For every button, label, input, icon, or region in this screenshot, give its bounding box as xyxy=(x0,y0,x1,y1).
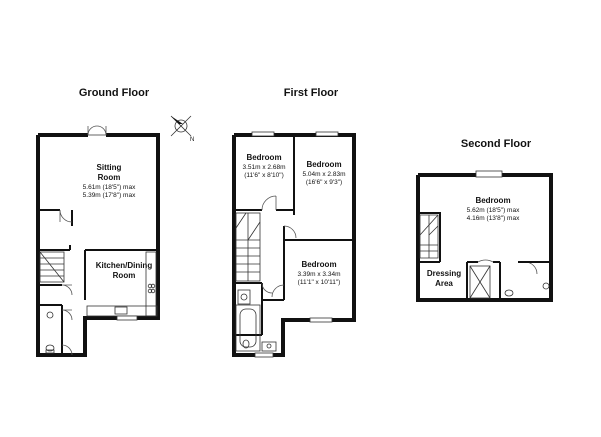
second-bedroom-dim-2: 4.16m (13'8") max xyxy=(467,215,520,222)
ground-door-front xyxy=(61,344,73,356)
first-door-3 xyxy=(261,282,273,294)
dressing-area-name: Dressing xyxy=(427,269,461,278)
first-door-4 xyxy=(271,284,285,298)
first-door-1 xyxy=(261,195,277,211)
dressing-area-name-2: Area xyxy=(435,279,453,288)
ground-door-1 xyxy=(59,209,73,223)
ground-floor-title: Ground Floor xyxy=(79,87,150,99)
french-doors xyxy=(87,125,107,136)
first-window-3 xyxy=(309,317,333,323)
first-floor: First Floor xyxy=(232,87,356,358)
first-window-1 xyxy=(251,131,275,137)
sitting-room-dim-2: 5.39m (17'8") max xyxy=(83,192,136,199)
sitting-room-name: Sitting xyxy=(97,163,122,172)
second-door-1 xyxy=(477,259,494,263)
first-bedroom-2-dim-2: (16'6" x 9'3") xyxy=(306,179,342,186)
kitchen-units xyxy=(86,251,158,317)
first-bedroom-2-dim-1: 5.04m x 2.83m xyxy=(303,171,346,178)
first-door-2 xyxy=(283,225,297,239)
ground-door-2 xyxy=(61,284,73,296)
first-floor-inner-walls xyxy=(234,135,354,336)
first-window-2 xyxy=(315,131,339,137)
second-floor-outer-wall xyxy=(416,173,553,302)
compass-label: N xyxy=(190,137,194,143)
first-bedroom-3-dim-1: 3.39m x 3.34m xyxy=(298,271,341,278)
second-floor-title: Second Floor xyxy=(461,138,532,150)
ground-floor-outer-wall xyxy=(36,133,160,357)
sitting-room-name-2: Room xyxy=(98,173,121,182)
first-bedroom-1-dim-1: 3.51m x 2.68m xyxy=(243,164,286,171)
first-bedroom-1-dim-2: (11'6" x 8'10") xyxy=(244,172,284,179)
ground-stairs xyxy=(39,251,65,283)
first-stairs xyxy=(235,212,261,282)
bathroom-fixtures xyxy=(235,289,277,352)
first-bedroom-2-name: Bedroom xyxy=(306,160,341,169)
sitting-room-dim-1: 5.61m (18'5") max xyxy=(83,184,136,191)
second-bedroom-dim-1: 5.62m (18'5") max xyxy=(467,207,520,214)
ensuite-fixtures xyxy=(469,265,550,299)
first-bedroom-3-dim-2: (11'1" x 10'11") xyxy=(298,279,341,286)
second-floor: Second Floor Bedroom 5.62m ( xyxy=(416,138,553,302)
second-bedroom-name: Bedroom xyxy=(475,196,510,205)
second-stairs xyxy=(419,214,439,259)
ground-floor: Ground Floor xyxy=(36,87,160,357)
ground-floor-inner-walls xyxy=(38,209,158,355)
ground-door-3 xyxy=(61,309,73,321)
compass-icon: N xyxy=(170,115,194,143)
first-window-4 xyxy=(254,352,274,358)
kitchen-name: Kitchen/Dining xyxy=(96,261,153,270)
first-floor-title: First Floor xyxy=(284,87,339,99)
second-window xyxy=(475,170,503,178)
second-floor-inner-walls xyxy=(418,212,501,300)
second-door-2 xyxy=(524,261,538,275)
kitchen-name-2: Room xyxy=(113,271,136,280)
ground-window xyxy=(116,315,138,321)
ground-wc xyxy=(45,311,55,354)
first-bedroom-3-name: Bedroom xyxy=(301,260,336,269)
first-floor-outer-wall xyxy=(232,133,356,357)
first-bedroom-1-name: Bedroom xyxy=(246,153,281,162)
